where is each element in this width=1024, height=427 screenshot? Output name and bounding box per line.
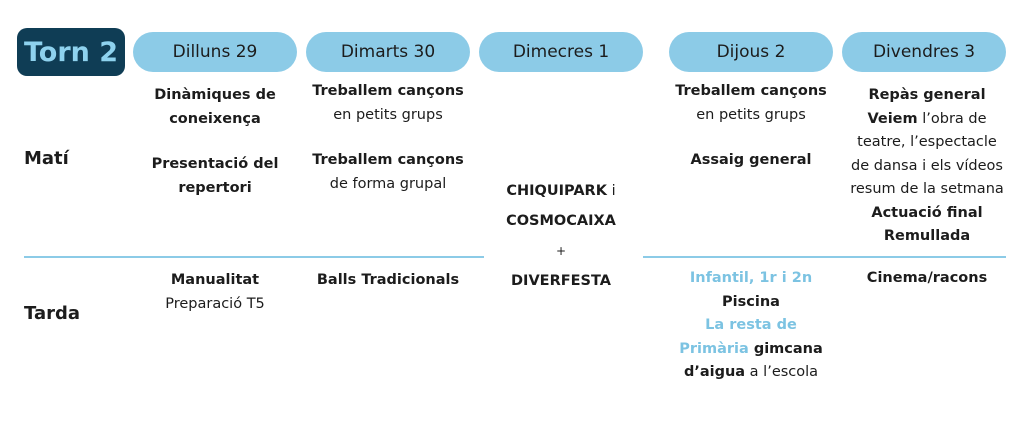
torn-badge: Torn 2 (17, 28, 125, 76)
mati-dimarts: Treballem cançons en petits grups Trebal… (306, 80, 470, 196)
activity-text: de forma grupal (329, 175, 447, 192)
activity-text: en petits grups (696, 106, 806, 123)
activity-text: de dansa i els vídeos (851, 157, 1003, 174)
day-header-dimarts: Dimarts 30 (306, 32, 470, 72)
day-header-dimecres: Dimecres 1 (479, 32, 643, 72)
activity-text: Treballem cançons (312, 83, 464, 99)
day-header-dilluns: Dilluns 29 (133, 32, 297, 72)
activity-text: COSMOCAIXA (506, 213, 616, 229)
activity-text: d’aigua a l’escola (683, 364, 819, 380)
activity-text: Actuació final (871, 204, 983, 221)
dimecres-excursio: CHIQUIPARK i COSMOCAIXA + DIVERFESTA (479, 176, 643, 296)
tarda-dimarts: Balls Tradicionals (306, 269, 470, 293)
mati-divendres: Repàs general Veiem l’obra de teatre, l’… (842, 84, 1012, 249)
activity-text: Infantil, 1r i 2n (689, 270, 813, 286)
activity-text: Repàs general (868, 87, 986, 103)
activity-text: Manualitat (170, 272, 260, 288)
activity-text: CHIQUIPARK i (506, 183, 616, 199)
activity-text: DIVERFESTA (511, 273, 611, 289)
mati-dijous: Treballem cançons en petits grups Assaig… (669, 80, 833, 173)
tarda-dijous: Infantil, 1r i 2n Piscina La resta de Pr… (669, 267, 833, 385)
activity-text: coneixença (169, 110, 261, 127)
activity-text: Piscina (722, 293, 780, 310)
activity-text: Presentació del (151, 156, 279, 172)
activity-text: Cinema/racons (866, 270, 988, 286)
row-label-mati: Matí (24, 148, 69, 169)
divider-right (643, 256, 1006, 258)
tarda-dilluns: Manualitat Preparació T5 (133, 269, 297, 316)
activity-text: La resta de (705, 317, 797, 333)
activity-text: Preparació T5 (165, 295, 265, 312)
activity-text: Dinàmiques de (154, 87, 276, 103)
activity-text: resum de la setmana (850, 181, 1004, 197)
activity-text: en petits grups (333, 106, 443, 123)
day-header-dijous: Dijous 2 (669, 32, 833, 72)
day-header-divendres: Divendres 3 (842, 32, 1006, 72)
mati-dilluns: Dinàmiques de coneixença Presentació del… (133, 84, 297, 200)
activity-text: Primària gimcana (679, 340, 823, 357)
row-label-tarda: Tarda (24, 303, 81, 324)
activity-text: Balls Tradicionals (316, 272, 460, 288)
activity-text: Veiem l’obra de (867, 110, 987, 127)
activity-text: Treballem cançons (312, 152, 464, 168)
tarda-divendres: Cinema/racons (842, 267, 1012, 291)
divider-left (24, 256, 484, 258)
plus-sign: + (555, 244, 567, 258)
activity-text: Remullada (883, 228, 971, 244)
activity-text: Assaig general (690, 152, 812, 168)
activity-text: repertori (178, 179, 252, 196)
activity-text: teatre, l’espectacle (857, 134, 997, 150)
activity-text: Treballem cançons (675, 83, 827, 99)
